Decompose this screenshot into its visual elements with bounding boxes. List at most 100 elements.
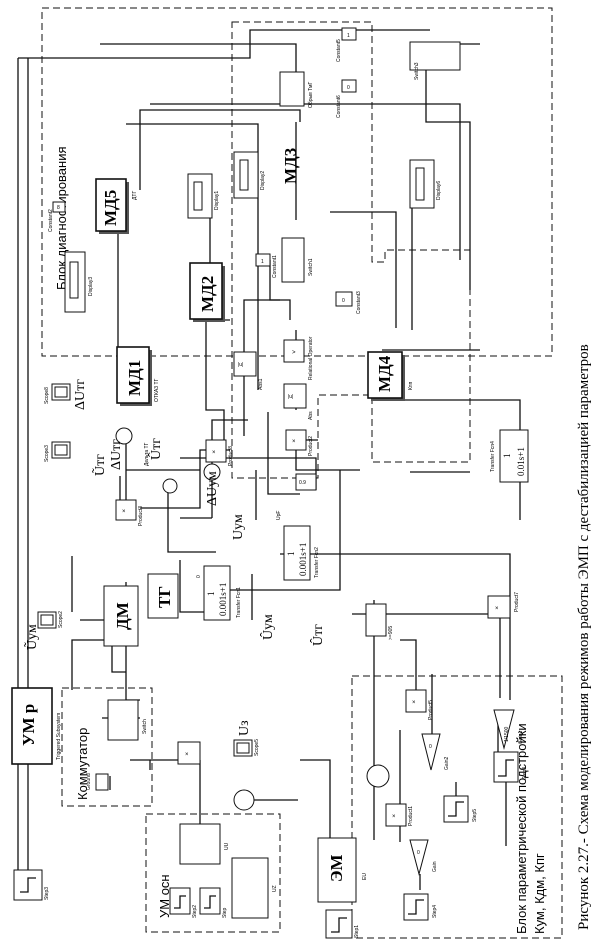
- switch-block[interactable]: Switch: [107, 699, 148, 741]
- display2-block[interactable]: Display2: [233, 151, 266, 199]
- tf2-label: Transfer Fcn2: [314, 547, 320, 578]
- sum-uu[interactable]: [233, 789, 255, 811]
- constant6-block[interactable]: 0 Constant6: [336, 79, 357, 118]
- ump-block[interactable]: УМ р Triggered Subsystem: [11, 687, 62, 765]
- abs1-mark: |u|: [238, 362, 243, 368]
- abs-block[interactable]: |u| Abs: [283, 383, 314, 420]
- uz-label: UZ: [272, 885, 278, 892]
- product7-mark: ×: [495, 606, 499, 612]
- scope5-block[interactable]: Scope5: [233, 739, 260, 757]
- tf2-block[interactable]: 1 0.001s+1 Transfer Fcn2: [283, 525, 320, 581]
- display6-block[interactable]: Display6: [409, 159, 442, 209]
- dm-block[interactable]: ДМ: [103, 585, 139, 647]
- dm-label: ДМ: [113, 602, 132, 630]
- obr-tg-label: Обрыв ТмГ: [308, 82, 314, 108]
- step3-block[interactable]: Step3: [13, 869, 50, 901]
- gain2-value: 0: [429, 744, 432, 750]
- md5-block[interactable]: МД5 ДТГ: [95, 178, 138, 234]
- constant5-value: 1: [347, 33, 350, 39]
- constant1-block[interactable]: 1 Constant1: [255, 253, 278, 278]
- scope8-block[interactable]: Scope8: [44, 383, 71, 404]
- md4-block[interactable]: МД4 Кпп: [367, 351, 414, 401]
- constant3-label: Constant3: [356, 291, 362, 314]
- constant3-block[interactable]: 0 Constant3: [335, 291, 362, 314]
- product8-mark: ×: [212, 450, 216, 456]
- step2-block[interactable]: Step2: [169, 887, 198, 918]
- step1-block[interactable]: Step1: [325, 909, 360, 939]
- abs1-block[interactable]: |u| Abs1: [233, 351, 264, 390]
- uu-block[interactable]: UU: [179, 823, 230, 865]
- md3-block[interactable]: Обрыв ТмГ МД3: [279, 71, 314, 184]
- abs1-label: Abs1: [258, 378, 264, 390]
- md2-block[interactable]: МД2: [189, 262, 225, 322]
- em-sublabel: EU: [362, 873, 368, 880]
- gain1-block[interactable]: 1/1500 Gain1: [493, 709, 524, 750]
- scope3-block[interactable]: Scope3: [44, 441, 71, 462]
- tg-label: ТГ: [155, 586, 174, 608]
- tf1-label: Transfer Fcn1: [236, 587, 242, 618]
- display3-block[interactable]: Display3: [64, 251, 94, 313]
- tg-block[interactable]: ТГ: [147, 573, 179, 619]
- ground-block[interactable]: Ground: [86, 773, 109, 791]
- constant3-value: 0: [342, 298, 345, 304]
- product1-block[interactable]: × Product1: [385, 803, 414, 827]
- display1-block[interactable]: Display1: [187, 173, 220, 219]
- constant2-block[interactable]: 8 Constant2: [48, 201, 66, 232]
- um-osn-frame: [145, 813, 281, 933]
- sum-uum[interactable]: [203, 463, 221, 481]
- product8-label: Product8: [228, 446, 234, 466]
- step4-block[interactable]: Step4: [403, 893, 438, 921]
- constant5-block[interactable]: 1 Constant5: [336, 27, 357, 62]
- step8-block[interactable]: Step8: [493, 751, 528, 783]
- step-block[interactable]: Step: [199, 887, 228, 918]
- ump-label: УМ р: [19, 704, 38, 746]
- sum-em[interactable]: [366, 764, 390, 788]
- inner-diagnostics-frame: [231, 21, 471, 479]
- ground-label: Ground: [86, 773, 92, 790]
- sum-mid[interactable]: [162, 478, 178, 494]
- display3-label: Display3: [88, 277, 94, 296]
- tf1-block[interactable]: 1 0.001s+1 Transfer Fcn1: [203, 565, 242, 621]
- gain-label: Gain: [432, 861, 438, 872]
- uu-label: UU: [224, 842, 230, 850]
- product7-label: Product7: [514, 592, 520, 612]
- switch1-block[interactable]: Switch1: [281, 237, 314, 283]
- switch-label: Switch: [142, 719, 148, 734]
- sum-utg[interactable]: [115, 427, 133, 445]
- product-um-block[interactable]: ×: [177, 741, 201, 765]
- product1-mark: ×: [392, 814, 396, 820]
- param-frame: [351, 675, 563, 939]
- param-label-2: Кум, Кдм, Кпг: [532, 853, 547, 934]
- switch3-block[interactable]: Switch3: [409, 41, 461, 80]
- tf4-block[interactable]: 1 0.01s+1 Transfer Fcn4: [490, 429, 529, 483]
- product5-label: Product5: [428, 700, 434, 720]
- signal-zero: 0: [196, 575, 202, 578]
- product8-block[interactable]: × Product8: [205, 439, 234, 466]
- constant-09-block[interactable]: 0.9: [295, 473, 317, 491]
- uz-block[interactable]: UZ: [231, 857, 278, 919]
- product7-block[interactable]: × Product7: [487, 592, 520, 619]
- product3-block[interactable]: × Product3: [115, 499, 144, 526]
- product1-label: Product1: [408, 806, 414, 826]
- scope2-block[interactable]: Scope2: [37, 611, 64, 629]
- relop-block[interactable]: > Relational Operator: [283, 336, 314, 380]
- step-label: Step: [222, 907, 228, 918]
- tf1-den: 0.001s+1: [218, 583, 228, 616]
- step5-block[interactable]: Step5: [443, 795, 478, 823]
- signal-utg-tilde: Ũтг: [91, 454, 108, 476]
- signal-uum: Uум: [231, 514, 246, 540]
- product3-mark: ×: [122, 509, 126, 515]
- cmp905-block[interactable]: >=905: [365, 603, 394, 640]
- md3-label: МД3: [281, 148, 300, 184]
- display1-label: Display1: [214, 191, 220, 210]
- product2-block[interactable]: × Product2: [285, 429, 314, 456]
- constant2-label: Constant2: [48, 209, 54, 232]
- signal-upf: UpF: [276, 511, 282, 520]
- gain-block[interactable]: 0 Gain: [409, 839, 438, 876]
- gain2-block[interactable]: 0 Gain2: [421, 733, 450, 771]
- md5-label: МД5: [101, 190, 120, 226]
- product5-block[interactable]: × Product5: [405, 689, 434, 720]
- em-block[interactable]: ЭМ EU: [317, 837, 368, 903]
- md1-block[interactable]: МД1 ОТКАЗ ТГ: [116, 346, 160, 406]
